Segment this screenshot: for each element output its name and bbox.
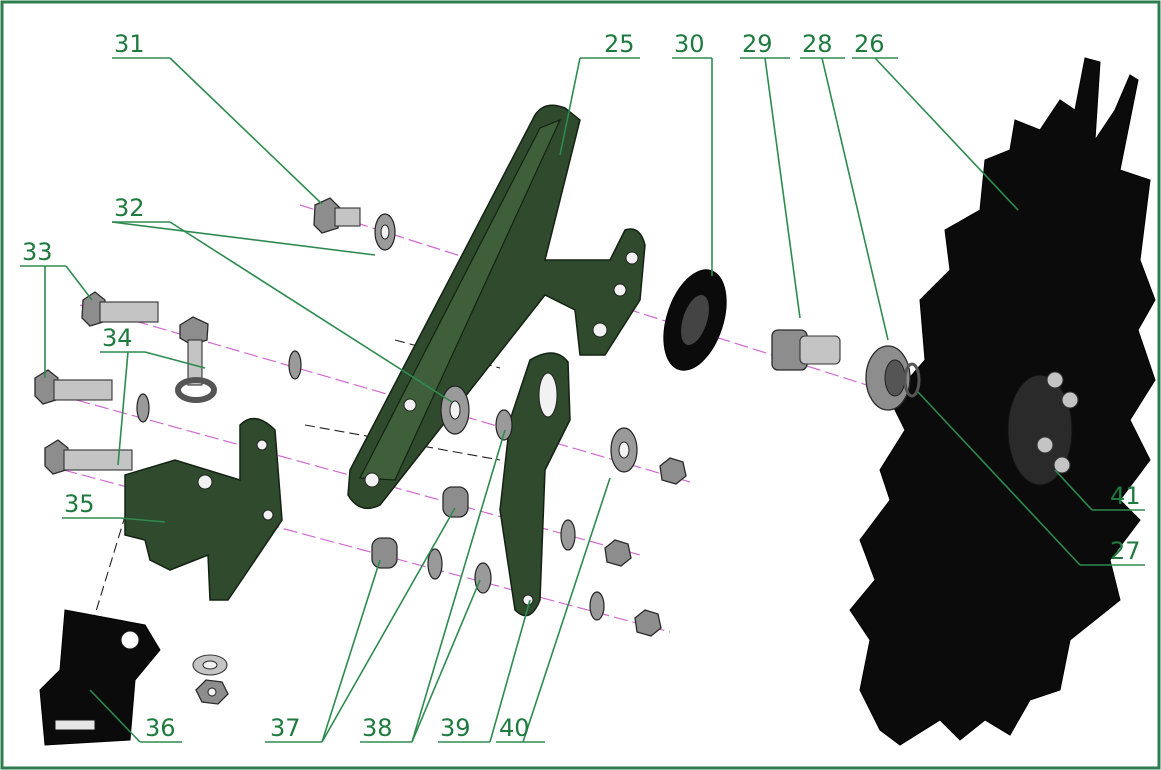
label-35: 35: [64, 490, 95, 518]
label-29: 29: [742, 30, 773, 58]
clamp-nut-washer: [192, 654, 229, 705]
spacers-37: [371, 486, 469, 569]
label-36: 36: [145, 714, 176, 742]
bearing: [865, 345, 921, 411]
label-40: 40: [499, 714, 530, 742]
label-41: 41: [1110, 482, 1141, 510]
hardware-washers: [136, 350, 638, 621]
serrated-disc: [849, 57, 1156, 746]
label-26: 26: [854, 30, 885, 58]
bolts-33: [34, 291, 159, 475]
bushing: [771, 329, 841, 371]
label-33: 33: [22, 238, 53, 266]
bolt-31: [313, 197, 396, 251]
label-38: 38: [362, 714, 393, 742]
part-labels: 31 32 33 34 35 36 37 38 39 40 25 30 29 2…: [22, 30, 1141, 742]
label-37: 37: [270, 714, 301, 742]
label-28: 28: [802, 30, 833, 58]
flange-ring: [663, 269, 727, 371]
leader-lines: [20, 57, 1145, 743]
label-31: 31: [114, 30, 145, 58]
clamp-bracket: [39, 609, 161, 746]
label-32: 32: [114, 194, 145, 222]
label-34: 34: [102, 324, 133, 352]
label-27: 27: [1110, 537, 1141, 565]
nuts: [604, 457, 687, 637]
label-39: 39: [440, 714, 471, 742]
eye-bolt: [175, 316, 217, 403]
label-25: 25: [604, 30, 635, 58]
mount-bracket: [124, 417, 283, 601]
main-arm: [347, 104, 646, 510]
label-30: 30: [674, 30, 705, 58]
link-plate: [499, 352, 571, 617]
